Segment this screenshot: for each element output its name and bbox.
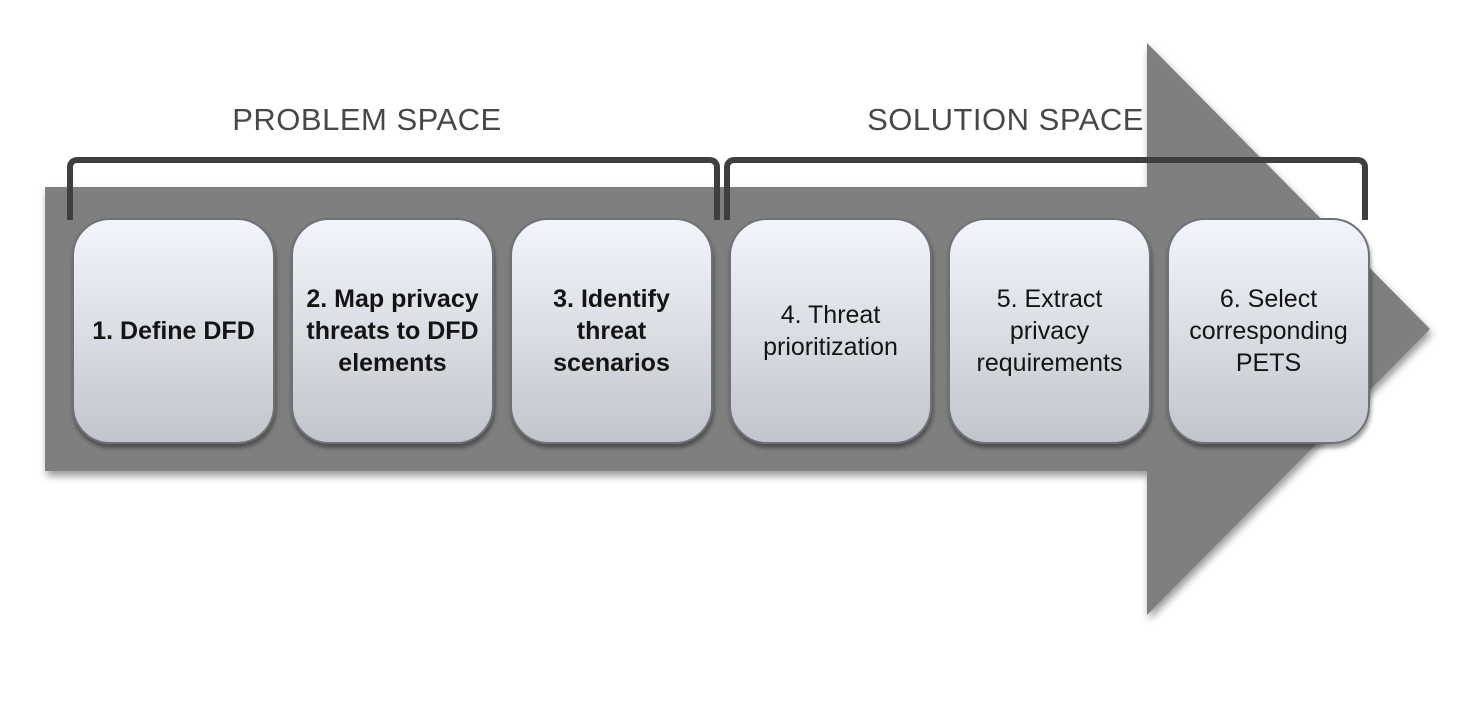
solution-space-label: SOLUTION SPACE xyxy=(867,102,1144,137)
step-label: 4. Threat prioritization xyxy=(763,301,898,361)
step-box-1-define-dfd: 1. Define DFD xyxy=(72,218,275,444)
step-label: 3. Identify threat scenarios xyxy=(553,285,670,377)
problem-space-bracket xyxy=(67,157,720,220)
step-box-5-extract-privacy-requirements: 5. Extract privacy requirements xyxy=(948,218,1151,444)
step-label: 5. Extract privacy requirements xyxy=(976,285,1123,377)
step-label: 2. Map privacy threats to DFD elements xyxy=(306,285,479,377)
step-label: 6. Select corresponding PETS xyxy=(1189,285,1348,377)
problem-space-label: PROBLEM SPACE xyxy=(232,102,502,137)
step-box-4-threat-prioritization: 4. Threat prioritization xyxy=(729,218,932,444)
step-box-6-select-corresponding-pets: 6. Select corresponding PETS xyxy=(1167,218,1370,444)
step-box-2-map-privacy-threats: 2. Map privacy threats to DFD elements xyxy=(291,218,494,444)
step-label: 1. Define DFD xyxy=(92,317,255,345)
solution-space-bracket xyxy=(724,157,1368,220)
step-box-3-identify-threat-scenarios: 3. Identify threat scenarios xyxy=(510,218,713,444)
